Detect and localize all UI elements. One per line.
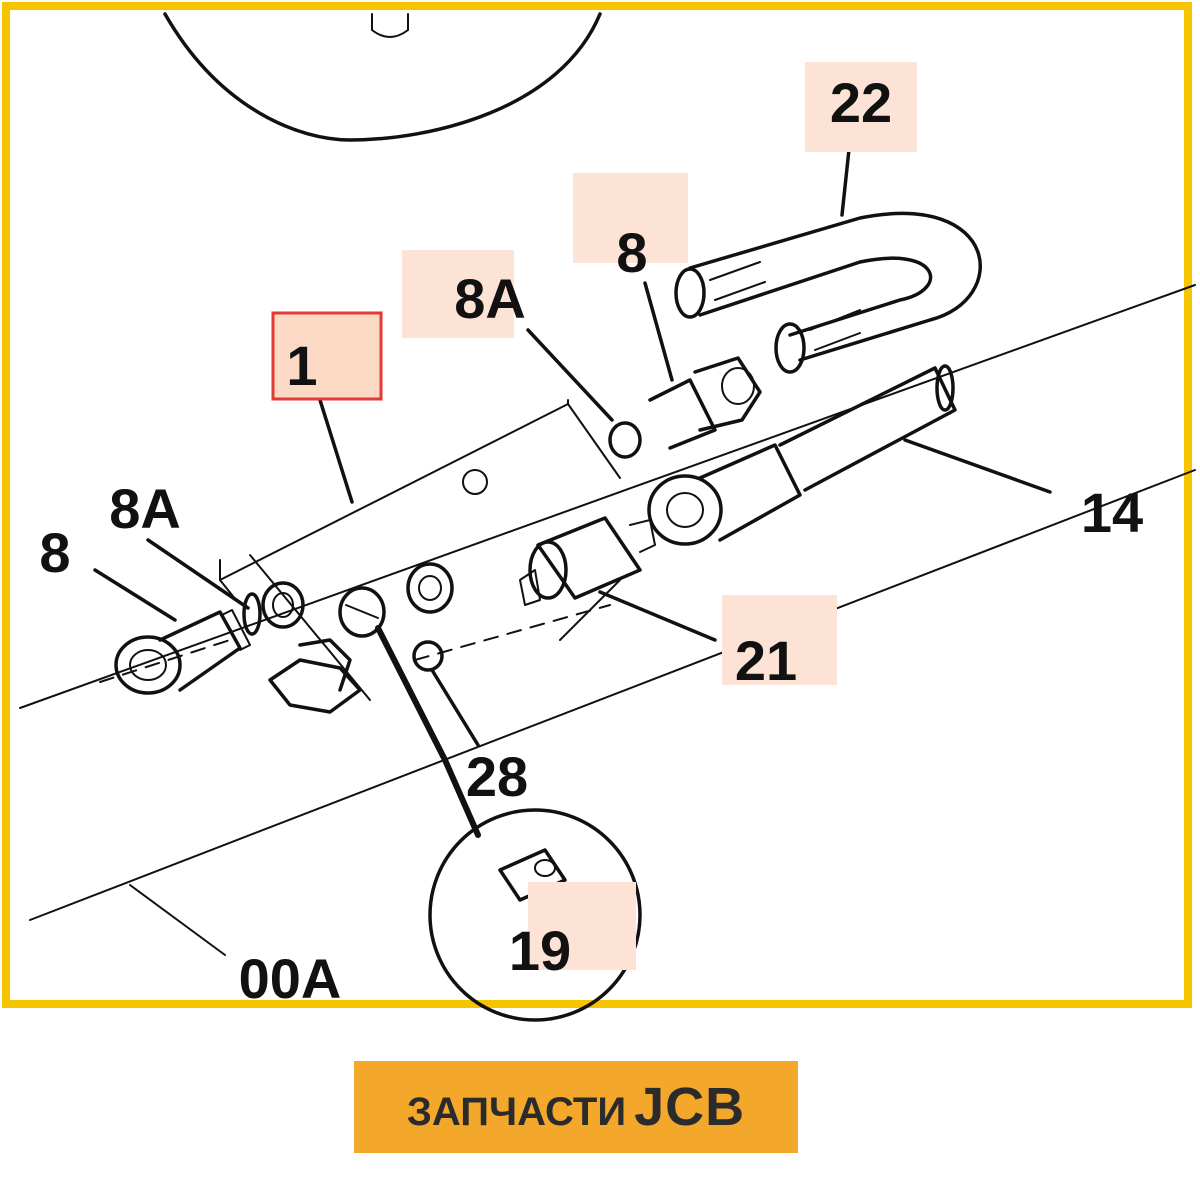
callout-8-left[interactable]: 8	[39, 521, 70, 584]
callout-21[interactable]: 21	[735, 629, 797, 692]
brand-word: ЗАПЧАСТИ	[406, 1090, 627, 1134]
callout-1[interactable]: 1	[286, 334, 317, 397]
detail-circle-19	[428, 808, 642, 1022]
callout-box-8a-top	[402, 250, 514, 338]
leader-8a-top	[526, 328, 614, 422]
callout-28[interactable]: 28	[466, 745, 528, 808]
top-seal-8a	[608, 421, 642, 459]
leader-21	[598, 590, 717, 642]
callout-box-21	[722, 595, 837, 685]
center-port-19	[338, 586, 386, 638]
callout-14[interactable]: 14	[1081, 481, 1143, 544]
left-port-fitting	[261, 581, 305, 629]
top-fitting-8	[648, 356, 762, 450]
jcb-logo: JCB	[634, 1077, 746, 1137]
hose-14	[778, 364, 957, 492]
leader-8-left	[93, 568, 177, 622]
center-port-right	[406, 562, 454, 614]
leader-28	[430, 668, 480, 747]
callout-19[interactable]: 19	[509, 919, 571, 982]
brand-text: ЗАПЧАСТИ JCB	[407, 1076, 745, 1138]
callout-8a-top[interactable]: 8A	[454, 267, 526, 330]
callout-8a-left[interactable]: 8A	[109, 477, 181, 540]
top-detail-nut	[371, 13, 409, 38]
manifold-block	[219, 399, 621, 581]
leader-00a	[129, 884, 226, 956]
callout-box-8-top	[573, 173, 688, 263]
callout-box-19	[528, 882, 636, 970]
leader-14	[903, 438, 1052, 494]
leader-1	[318, 398, 354, 504]
u-bolt-22	[674, 211, 982, 374]
callout-8-top[interactable]: 8	[616, 221, 647, 284]
seal-28	[412, 640, 444, 672]
diagram-frame	[2, 2, 1192, 1008]
leader-19-thick	[375, 625, 481, 838]
left-seal-8a	[242, 592, 262, 636]
hex-plug	[268, 638, 362, 714]
manifold-dash-line	[414, 604, 611, 661]
callout-00a[interactable]: 00A	[239, 947, 342, 1010]
left-fitting-8	[114, 609, 251, 695]
manifold-bolt-hole	[462, 469, 488, 495]
boom-line-top	[19, 284, 1196, 709]
leader-8-top	[643, 281, 674, 382]
hose-nut	[647, 443, 802, 546]
leader-8a-left	[146, 538, 250, 610]
callout-box-22	[805, 62, 917, 152]
leader-22	[840, 138, 852, 217]
boom-line-bottom	[29, 469, 1196, 921]
brand-banner: ЗАПЧАСТИ JCB	[354, 1061, 798, 1153]
top-detail-circle	[163, 12, 602, 142]
callout-box-1[interactable]	[271, 311, 383, 401]
callout-22[interactable]: 22	[830, 71, 892, 134]
fitting-21	[519, 516, 656, 606]
